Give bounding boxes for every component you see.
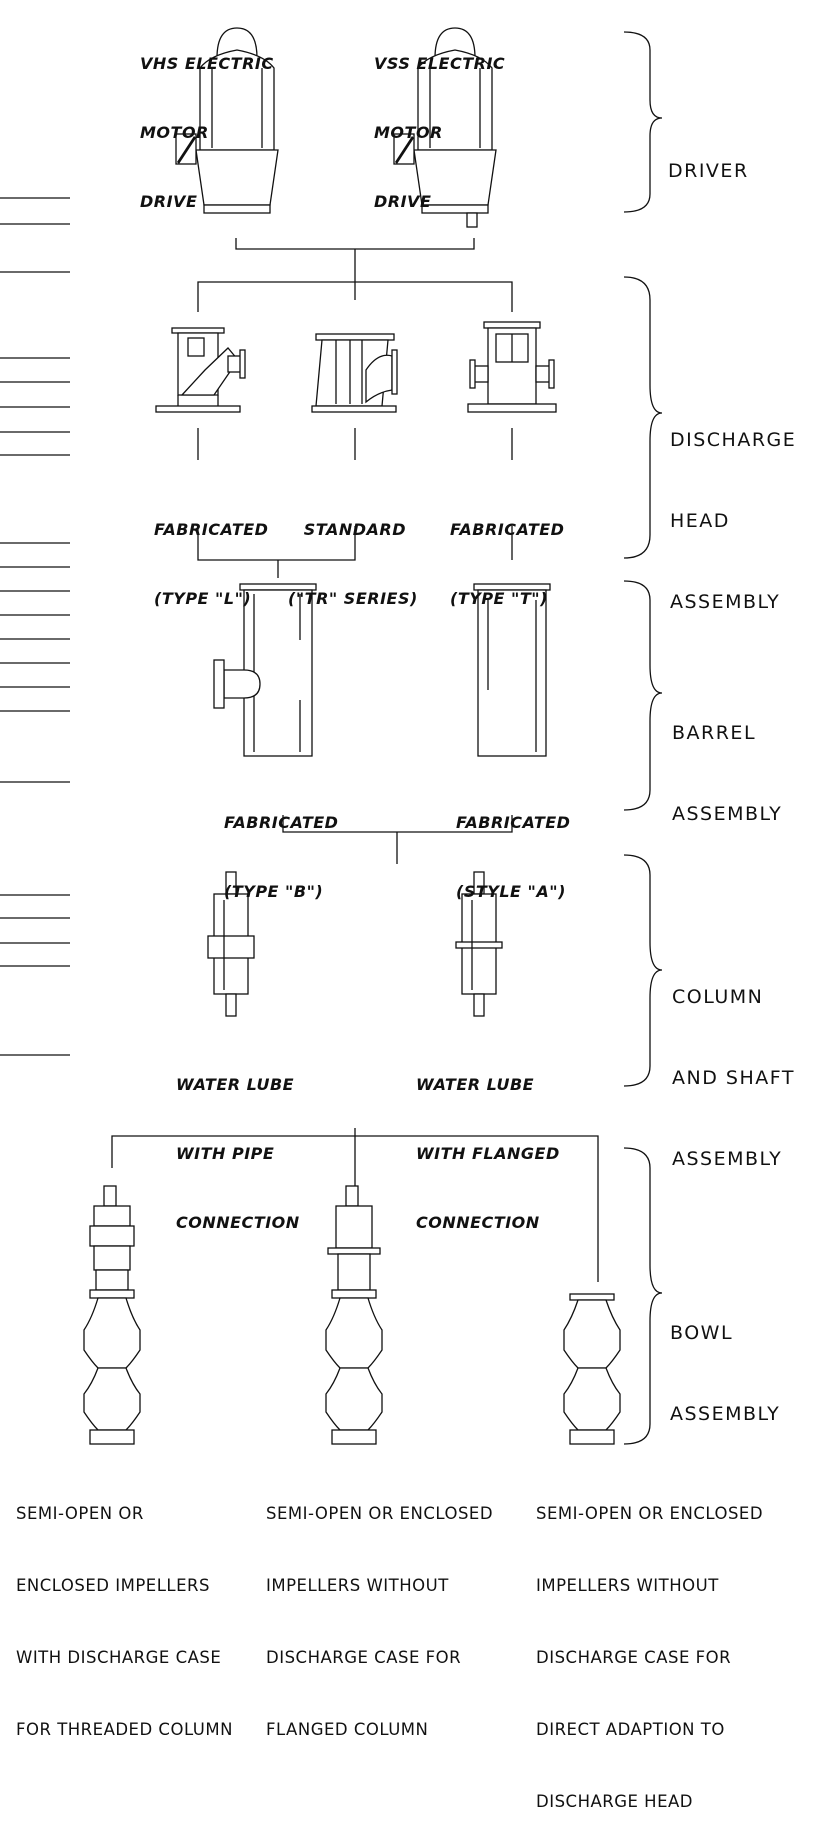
brace-barrel (624, 581, 662, 810)
section-label-driver: DRIVER (668, 104, 749, 212)
bowl-direct-adaption-drawing (564, 1294, 620, 1444)
section-label-discharge-head: DISCHARGE HEAD ASSEMBLY (670, 373, 796, 643)
section-label-column-shaft: COLUMN AND SHAFT ASSEMBLY (672, 930, 795, 1200)
section-label-bowl: BOWL ASSEMBLY (670, 1266, 780, 1455)
barrel-type-b-label: FABRICATED (TYPE "B") (224, 765, 338, 926)
brace-discharge-head (624, 277, 662, 558)
column-pipe-connection-label: WATER LUBE WITH PIPE CONNECTION (176, 1027, 300, 1257)
brace-column (624, 855, 662, 1086)
barrel-style-a-label: FABRICATED (STYLE "A") (456, 765, 570, 926)
section-label-barrel: BARREL ASSEMBLY (672, 666, 782, 855)
section-braces (624, 32, 662, 1444)
brace-driver (624, 32, 662, 212)
bowl-direct-adaption-label: SEMI-OPEN OR ENCLOSED IMPELLERS WITHOUT … (536, 1454, 763, 1838)
margin-leader-lines (0, 198, 70, 1055)
bowl-threaded-column-label: SEMI-OPEN OR ENCLOSED IMPELLERS WITH DIS… (16, 1454, 233, 1766)
discharge-head-type-t-drawing (468, 322, 556, 412)
discharge-head-tr-series-drawing (312, 334, 397, 412)
discharge-head-type-l-drawing (156, 328, 245, 412)
discharge-head-tr-series-label: STANDARD ("TR" SERIES) (288, 472, 406, 633)
vss-motor-label: VSS ELECTRIC MOTOR DRIVE (374, 6, 505, 236)
column-flanged-connection-label: WATER LUBE WITH FLANGED CONNECTION (416, 1027, 560, 1257)
discharge-head-type-l-label: FABRICATED (TYPE "L") (154, 472, 268, 633)
bowl-flanged-column-label: SEMI-OPEN OR ENCLOSED IMPELLERS WITHOUT … (266, 1454, 493, 1766)
vhs-motor-label: VHS ELECTRIC MOTOR DRIVE (140, 6, 274, 236)
brace-bowl (624, 1148, 662, 1444)
bowl-flanged-column-drawing (326, 1186, 382, 1444)
bowl-threaded-column-drawing (84, 1186, 140, 1444)
discharge-head-type-t-label: FABRICATED (TYPE "T") (450, 472, 564, 633)
